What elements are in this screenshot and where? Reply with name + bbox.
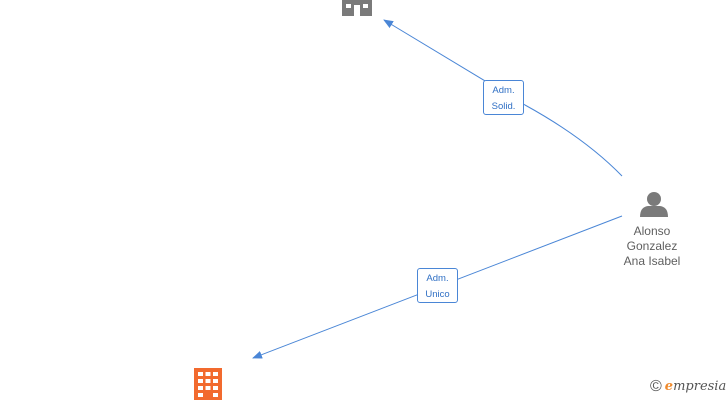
edge-label-adm-unico[interactable]: Adm. Unico <box>417 268 458 303</box>
building-icon[interactable] <box>342 0 372 16</box>
copyright-symbol: © <box>650 378 662 395</box>
brand-watermark: ©empresia <box>650 378 726 396</box>
edge-label-line: Adm. <box>426 273 449 284</box>
person-name-line: Alonso <box>633 224 671 238</box>
person-name-line: Gonzalez <box>626 239 678 253</box>
brand-name: mpresia <box>673 379 727 394</box>
edge-label-adm-solid[interactable]: Adm. Solid. <box>483 80 524 115</box>
edge-label-line: Unico <box>425 289 450 300</box>
person-name-line: Ana Isabel <box>623 254 681 268</box>
brand-initial: e <box>664 379 674 394</box>
person-name[interactable]: Alonso Gonzalez Ana Isabel <box>612 224 692 269</box>
edge-label-line: Adm. <box>492 85 515 96</box>
person-icon[interactable] <box>640 192 668 217</box>
building-icon[interactable] <box>194 368 222 400</box>
edge-label-line: Solid. <box>491 101 516 112</box>
edge-person-to-company-top <box>383 19 623 177</box>
